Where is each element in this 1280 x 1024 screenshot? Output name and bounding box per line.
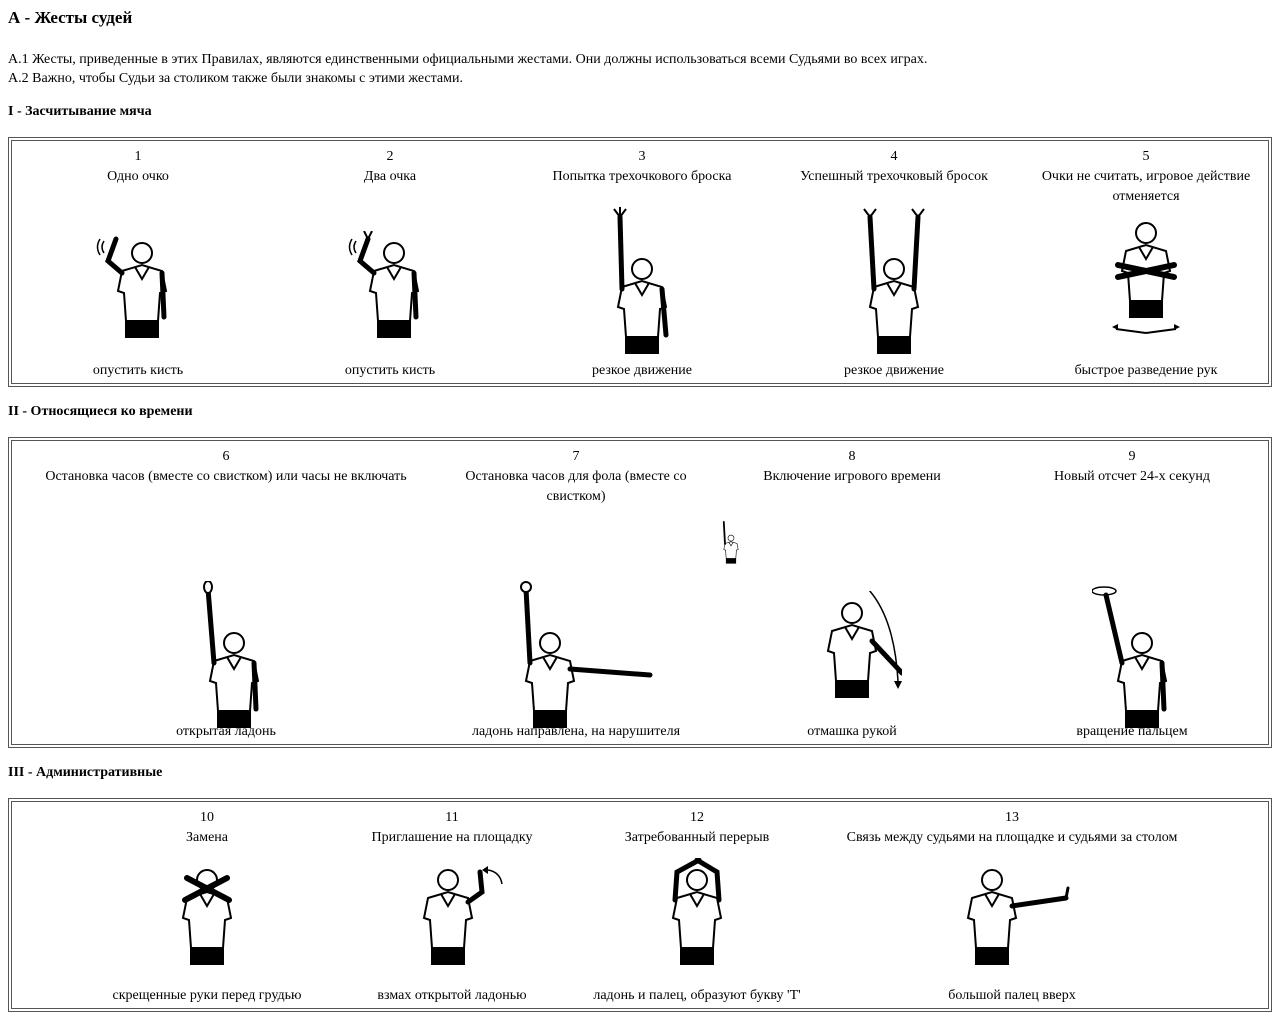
section-heading-administrative: III - Административные (8, 765, 163, 780)
gesture-title: Включение игрового времени (763, 469, 941, 484)
gesture-title: Остановка часов (вместе со свистком) или… (45, 469, 407, 484)
gesture-title: Одно очко (107, 169, 169, 184)
gesture-number: 13 (1005, 810, 1019, 825)
gesture-title: Успешный трехочковый бросок (800, 169, 988, 184)
section-heading-time: II - Относящиеся ко времени (8, 404, 193, 419)
gesture-caption: ладонь и палец, образуют букву 'T' (593, 988, 801, 1003)
gesture-number: 10 (200, 810, 214, 825)
referee-substitution-icon (157, 858, 257, 978)
referee-three-point-success-icon (844, 207, 944, 357)
gesture-cell: 3 Попытка трехочкового броска резкое дви… (516, 141, 768, 383)
gesture-table-time: 6 Остановка часов (вместе со свистком) и… (8, 437, 1272, 748)
gesture-number: 12 (690, 810, 704, 825)
gesture-caption: большой палец вверх (948, 988, 1076, 1003)
gesture-number: 1 (134, 149, 142, 164)
gesture-cell: 13 Связь между судьями на площадке и суд… (822, 802, 1202, 1008)
section-heading-scoring: I - Засчитывание мяча (8, 104, 152, 119)
referee-stop-clock-foul-icon (500, 581, 660, 731)
gesture-title: Новый отсчет 24-х секунд (1053, 469, 1210, 484)
gesture-cell: 7 Остановка часов для фола (вместе со св… (440, 441, 712, 744)
gesture-table-scoring: 1 Одно очко опустить кисть 2 Два очка оп… (8, 137, 1272, 387)
referee-beckon-icon (398, 858, 508, 978)
referee-cancel-score-icon (1096, 211, 1196, 341)
gesture-number: 11 (445, 810, 459, 825)
gesture-number: 2 (386, 149, 394, 164)
gesture-number: 6 (222, 449, 230, 464)
referee-reset-24-icon (1092, 581, 1192, 731)
gesture-title: Два очка (363, 169, 417, 184)
gesture-cell: 11 Приглашение на площадку взмах открыто… (332, 802, 572, 1008)
gesture-table-administrative: 10 Замена скрещенные руки перед грудью 1… (8, 798, 1272, 1012)
gesture-cell: 4 Успешный трехочковый бросок резкое дви… (768, 141, 1020, 383)
gesture-number: 4 (890, 149, 898, 164)
gesture-cell: 1 Одно очко опустить кисть (12, 141, 264, 383)
gesture-cell: 10 Замена скрещенные руки перед грудью (92, 802, 322, 1008)
gesture-caption: скрещенные руки перед грудью (112, 988, 302, 1003)
gesture-title: Связь между судьями на площадке и судьям… (846, 830, 1178, 845)
referee-one-point-icon (92, 231, 192, 341)
referee-thumb-up-icon (942, 858, 1082, 978)
gesture-number: 8 (848, 449, 856, 464)
page-title: А - Жесты судей (8, 8, 133, 27)
intro-paragraph-1: А.1 Жесты, приведенные в этих Правилах, … (8, 52, 928, 67)
gesture-caption: вращение пальцем (1076, 724, 1188, 739)
gesture-caption: быстрое разведение рук (1074, 363, 1218, 378)
referee-start-clock-small-icon (716, 513, 746, 571)
gesture-caption: опустить кисть (92, 363, 184, 378)
gesture-number: 9 (1128, 449, 1136, 464)
intro-paragraph-2: А.2 Важно, чтобы Судьи за столиком также… (8, 71, 463, 86)
gesture-caption: резкое движение (843, 363, 945, 378)
gesture-cell: 5 Очки не считать, игровое действие отме… (1020, 141, 1272, 383)
gesture-title: Замена (185, 830, 228, 845)
gesture-caption: резкое движение (591, 363, 693, 378)
gesture-cell: 6 Остановка часов (вместе со свистком) и… (12, 441, 440, 744)
intro-text: А.1 Жесты, приведенные в этих Правилах, … (8, 50, 927, 88)
gesture-title: Остановка часов для фола (вместе со свис… (465, 469, 687, 504)
gesture-caption: ладонь направлена, на нарушителя (471, 724, 681, 739)
gesture-cell: 9 Новый отсчет 24-х секунд вращение паль… (992, 441, 1272, 744)
gesture-number: 5 (1142, 149, 1150, 164)
gesture-title: Попытка трехочкового броска (552, 169, 732, 184)
gesture-caption: опустить кисть (344, 363, 436, 378)
gesture-caption: взмах открытой ладонью (377, 988, 527, 1003)
gesture-number: 7 (572, 449, 580, 464)
referee-three-point-attempt-icon (592, 207, 692, 357)
gesture-number: 3 (638, 149, 646, 164)
gesture-cell: 8 Включение игрового времени отмашка рук… (712, 441, 992, 744)
gesture-cell: 2 Два очка опустить кисть (264, 141, 516, 383)
referee-timeout-icon (647, 858, 747, 978)
gesture-caption: отмашка рукой (807, 724, 897, 739)
referee-two-points-icon (344, 231, 444, 341)
gesture-caption: открытая ладонь (176, 724, 276, 739)
referee-start-clock-icon (802, 591, 902, 711)
gesture-title: Приглашение на площадку (371, 830, 533, 845)
gesture-cell: 12 Затребованный перерыв ладонь и палец,… (572, 802, 822, 1008)
referee-stop-clock-icon (184, 581, 284, 731)
gesture-title: Затребованный перерыв (624, 830, 770, 845)
gesture-title: Очки не считать, игровое действие отменя… (1041, 169, 1251, 204)
